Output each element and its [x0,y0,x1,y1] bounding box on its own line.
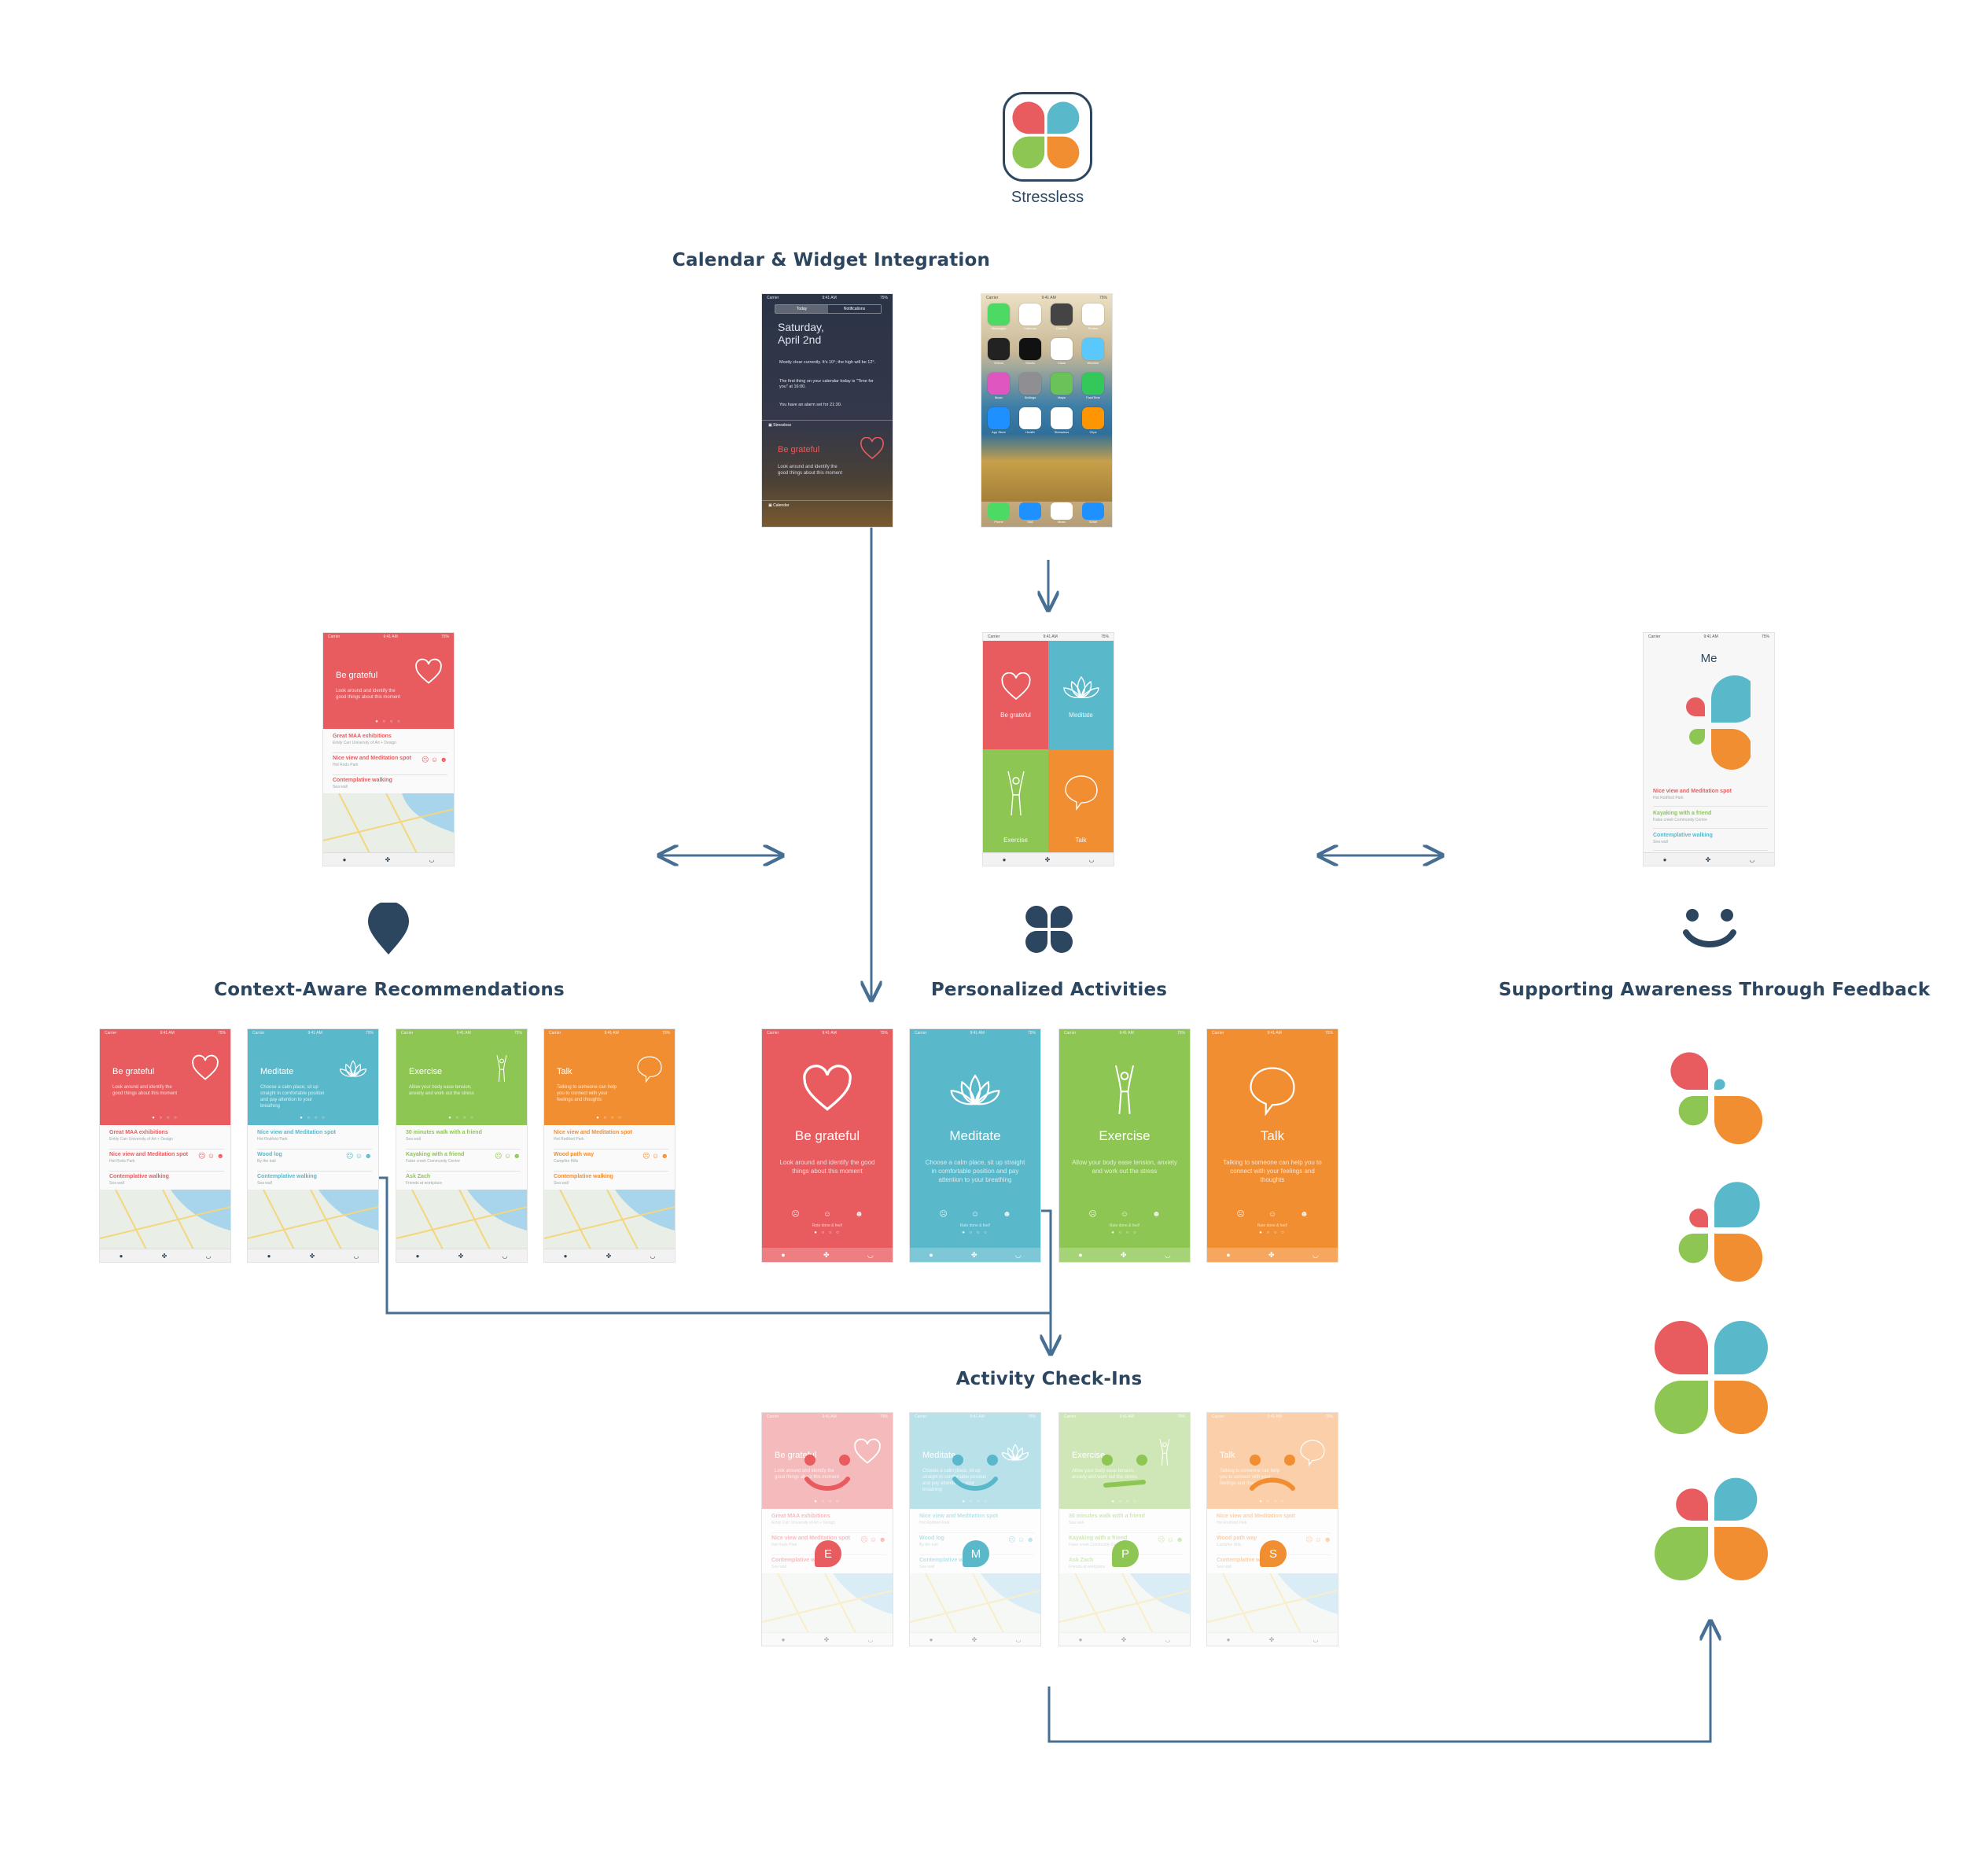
feedback-logo-icon [0,0,1966,1876]
